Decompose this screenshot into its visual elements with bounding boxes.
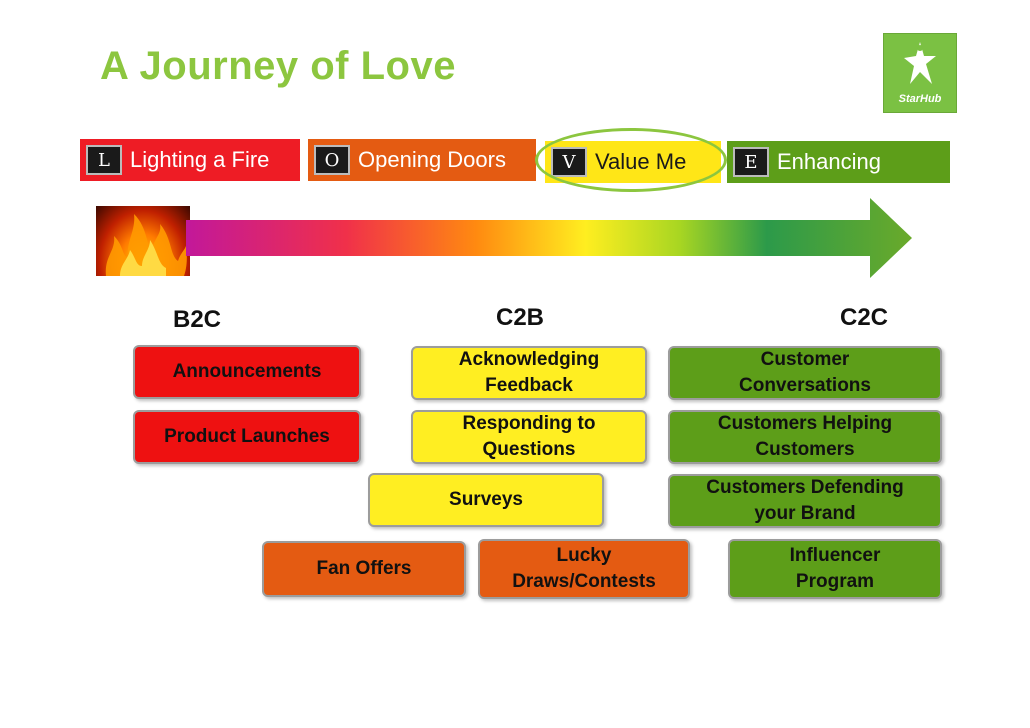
page-title: A Journey of Love — [100, 44, 456, 88]
logo-text: StarHub — [898, 93, 942, 105]
box-lucky-draws-contests: Lucky Draws/Contests — [478, 539, 690, 599]
box-customers-helping-customers: Customers Helping Customers — [668, 410, 942, 464]
value-me-highlight-ring — [535, 128, 727, 192]
box-customers-defending-brand: Customers Defending your Brand — [668, 474, 942, 528]
phase-label-o: Opening Doors — [358, 147, 506, 172]
box-acknowledging-feedback: Acknowledging Feedback — [411, 346, 647, 400]
phase-enhancing: E Enhancing — [727, 141, 950, 183]
star-figure-icon — [904, 42, 936, 84]
box-fan-offers: Fan Offers — [262, 541, 466, 597]
box-announcements: Announcements — [133, 345, 361, 399]
phase-letter-l: L — [86, 145, 122, 175]
flame-icon — [105, 214, 187, 276]
column-label-c2b: C2B — [496, 304, 545, 331]
box-influencer-program: Influencer Program — [728, 539, 942, 599]
phase-label-l: Lighting a Fire — [130, 147, 270, 172]
phase-label-e: Enhancing — [777, 149, 881, 174]
box-product-launches: Product Launches — [133, 410, 361, 464]
box-responding-to-questions: Responding to Questions — [411, 410, 647, 464]
starhub-logo: StarHub — [883, 33, 957, 113]
phase-opening-doors: O Opening Doors — [308, 139, 536, 181]
phase-letter-o: O — [314, 145, 350, 175]
box-customer-conversations: Customer Conversations — [668, 346, 942, 400]
column-label-c2c: C2C — [840, 304, 889, 331]
fire-image — [96, 206, 190, 276]
journey-arrow — [186, 198, 912, 278]
phase-lighting-a-fire: L Lighting a Fire — [80, 139, 300, 181]
phase-letter-e: E — [733, 147, 769, 177]
column-label-b2c: B2C — [173, 306, 222, 333]
box-surveys: Surveys — [368, 473, 604, 527]
